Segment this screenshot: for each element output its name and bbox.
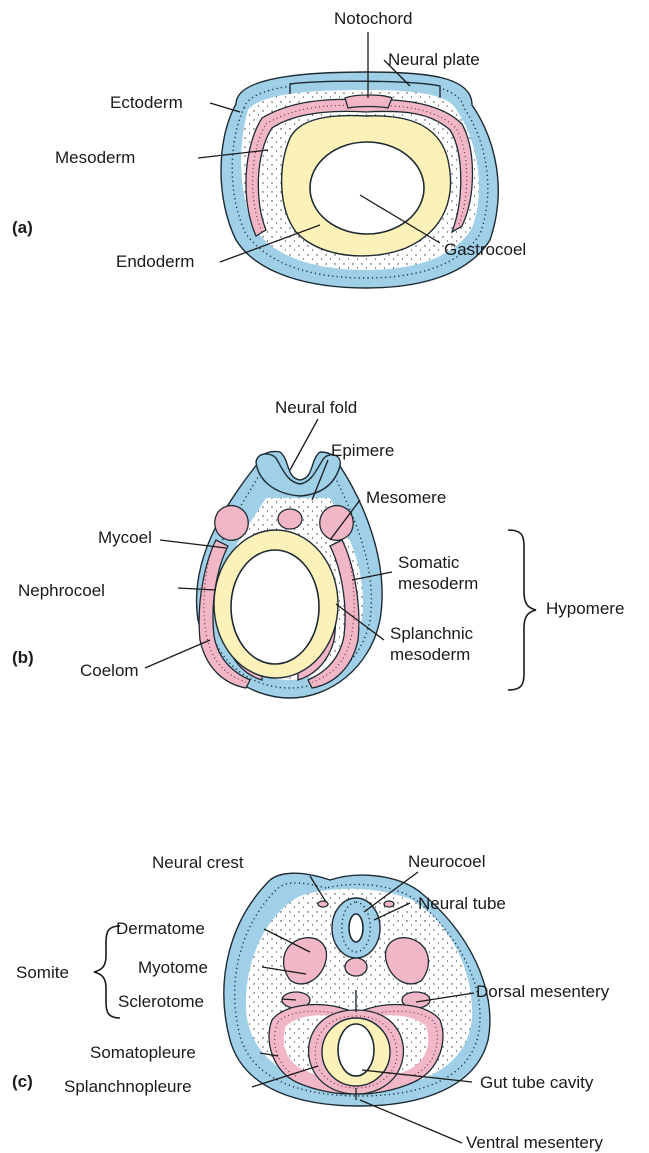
label-neural-plate: Neural plate xyxy=(388,50,480,69)
label-somatopleure: Somatopleure xyxy=(90,1043,196,1062)
label-somatic-mesoderm: mesoderm xyxy=(398,574,478,593)
label-ventral-mesentery: Ventral mesentery xyxy=(466,1133,604,1152)
label-epimere: Epimere xyxy=(331,441,394,460)
label-neurocoel: Neurocoel xyxy=(408,852,486,871)
label-coelom: Coelom xyxy=(80,661,139,680)
label-ectoderm: Ectoderm xyxy=(110,93,183,112)
label-myotome: Myotome xyxy=(138,958,208,977)
label-notochord: Notochord xyxy=(334,9,412,28)
label-somatic: Somatic xyxy=(398,553,460,572)
label-neural-fold: Neural fold xyxy=(275,398,357,417)
gut-cavity-b xyxy=(231,550,319,664)
label-splanchnopleure: Splanchnopleure xyxy=(64,1077,192,1096)
label-mesoderm: Mesoderm xyxy=(55,148,135,167)
label-dorsal-mesentery: Dorsal mesentery xyxy=(476,982,610,1001)
panel-b: Neural fold Epimere Mesomere Mycoel Neph… xyxy=(12,398,624,698)
label-endoderm: Endoderm xyxy=(116,252,194,271)
panel-c-letter: (c) xyxy=(12,1072,33,1091)
label-gut-tube-cavity: Gut tube cavity xyxy=(480,1073,594,1092)
label-gastrocoel: Gastrocoel xyxy=(444,240,526,259)
label-splanchnic-mesoderm: mesoderm xyxy=(390,645,470,664)
label-sclerotome: Sclerotome xyxy=(118,992,204,1011)
neural-tube-c xyxy=(332,898,380,958)
panel-a-letter: (a) xyxy=(12,218,33,237)
label-neural-crest: Neural crest xyxy=(152,853,244,872)
label-mycoel: Mycoel xyxy=(98,528,152,547)
label-splanchnic: Splanchnic xyxy=(390,624,474,643)
label-hypomere: Hypomere xyxy=(546,599,624,618)
panel-c: Neural crest Neurocoel Neural tube Derma… xyxy=(12,852,610,1152)
panel-a: Notochord Neural plate Ectoderm Mesoderm… xyxy=(12,9,526,288)
label-dermatome: Dermatome xyxy=(116,919,205,938)
label-somite: Somite xyxy=(16,963,69,982)
label-mesomere: Mesomere xyxy=(366,488,446,507)
gut-tube-cavity-c xyxy=(338,1024,374,1076)
gastrocoel-cavity-a xyxy=(310,142,424,234)
label-nephrocoel: Nephrocoel xyxy=(18,581,105,600)
label-neural-tube: Neural tube xyxy=(418,894,506,913)
panel-b-letter: (b) xyxy=(12,648,34,667)
